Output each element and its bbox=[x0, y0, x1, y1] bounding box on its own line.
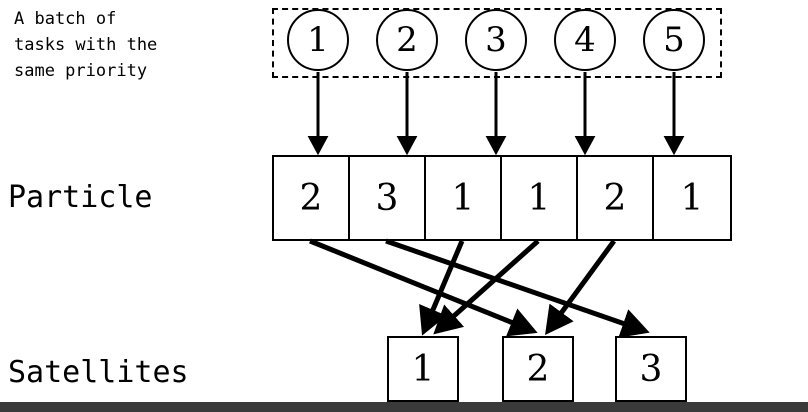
assignment-arrow-3 bbox=[419, 240, 465, 336]
satellite-box-2[interactable]: 2 bbox=[502, 336, 574, 402]
particle-cell-4[interactable]: 1 bbox=[502, 157, 578, 239]
particle-row-label: Particle bbox=[8, 180, 153, 215]
batch-caption: A batch of tasks with the same priority bbox=[14, 9, 158, 81]
particle-cell-3[interactable]: 1 bbox=[426, 157, 502, 239]
assignment-arrow-2 bbox=[385, 238, 650, 338]
assignment-arrow-1 bbox=[309, 238, 538, 337]
satellites-row-label: Satellites bbox=[8, 355, 189, 390]
particle-to-satellite-arrows bbox=[309, 238, 650, 338]
satellite-box-1[interactable]: 1 bbox=[387, 336, 459, 402]
satellite-box-3[interactable]: 3 bbox=[615, 336, 687, 402]
task-circle-4[interactable]: 4 bbox=[554, 9, 616, 71]
task-circle-2[interactable]: 2 bbox=[376, 9, 438, 71]
assignment-arrow-4 bbox=[433, 239, 540, 335]
task-circle-3[interactable]: 3 bbox=[465, 9, 527, 71]
assignment-arrow-5 bbox=[545, 239, 617, 336]
particle-cell-5[interactable]: 2 bbox=[578, 157, 654, 239]
task-circle-5[interactable]: 5 bbox=[643, 9, 705, 71]
task-circle-1[interactable]: 1 bbox=[287, 9, 349, 71]
particle-cell-1[interactable]: 2 bbox=[274, 157, 350, 239]
particle-cell-2[interactable]: 3 bbox=[350, 157, 426, 239]
task-to-particle-arrows bbox=[307, 72, 685, 156]
particle-vector: 2 3 1 1 2 1 bbox=[272, 155, 732, 241]
bottom-bar bbox=[0, 402, 808, 412]
particle-cell-6[interactable]: 1 bbox=[680, 177, 704, 219]
